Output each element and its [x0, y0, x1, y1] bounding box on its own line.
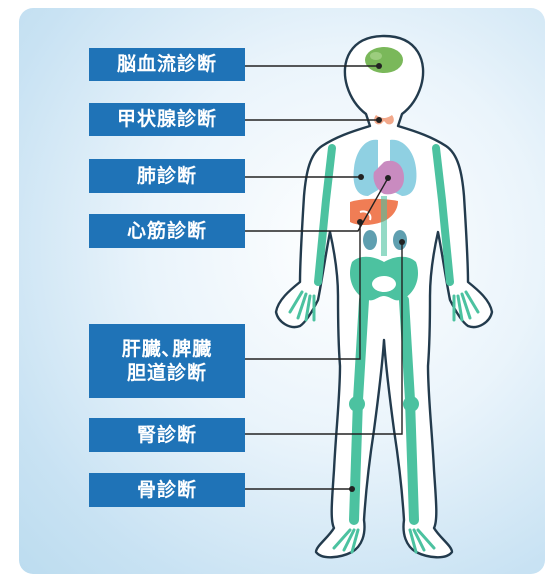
dot-liver: [357, 219, 363, 225]
label-lung: 肺診断: [89, 159, 245, 193]
brain-organ: [365, 47, 403, 73]
label-liver-line2: 胆道診断: [127, 361, 207, 385]
label-thyroid: 甲状腺診断: [89, 103, 245, 136]
dot-heart: [385, 175, 391, 181]
knee-left: [349, 396, 365, 412]
dot-lung: [358, 174, 364, 180]
label-brain: 脳血流診断: [89, 48, 245, 81]
label-liver: 肝臓､脾臓 胆道診断: [89, 324, 245, 398]
label-liver-line1: 肝臓､脾臓: [122, 337, 213, 361]
label-bone: 骨診断: [89, 473, 245, 507]
spine-bone: [381, 196, 387, 256]
dot-thyroid: [376, 117, 382, 123]
brain-highlight: [370, 52, 382, 60]
pelvis-hole: [372, 276, 396, 292]
knee-right: [403, 396, 419, 412]
kidney-left: [363, 230, 377, 250]
dot-brain: [376, 63, 382, 69]
dot-bone: [349, 486, 355, 492]
label-kidney: 腎診断: [89, 418, 245, 452]
dot-kidney: [399, 239, 405, 245]
label-heart: 心筋診断: [89, 214, 245, 248]
